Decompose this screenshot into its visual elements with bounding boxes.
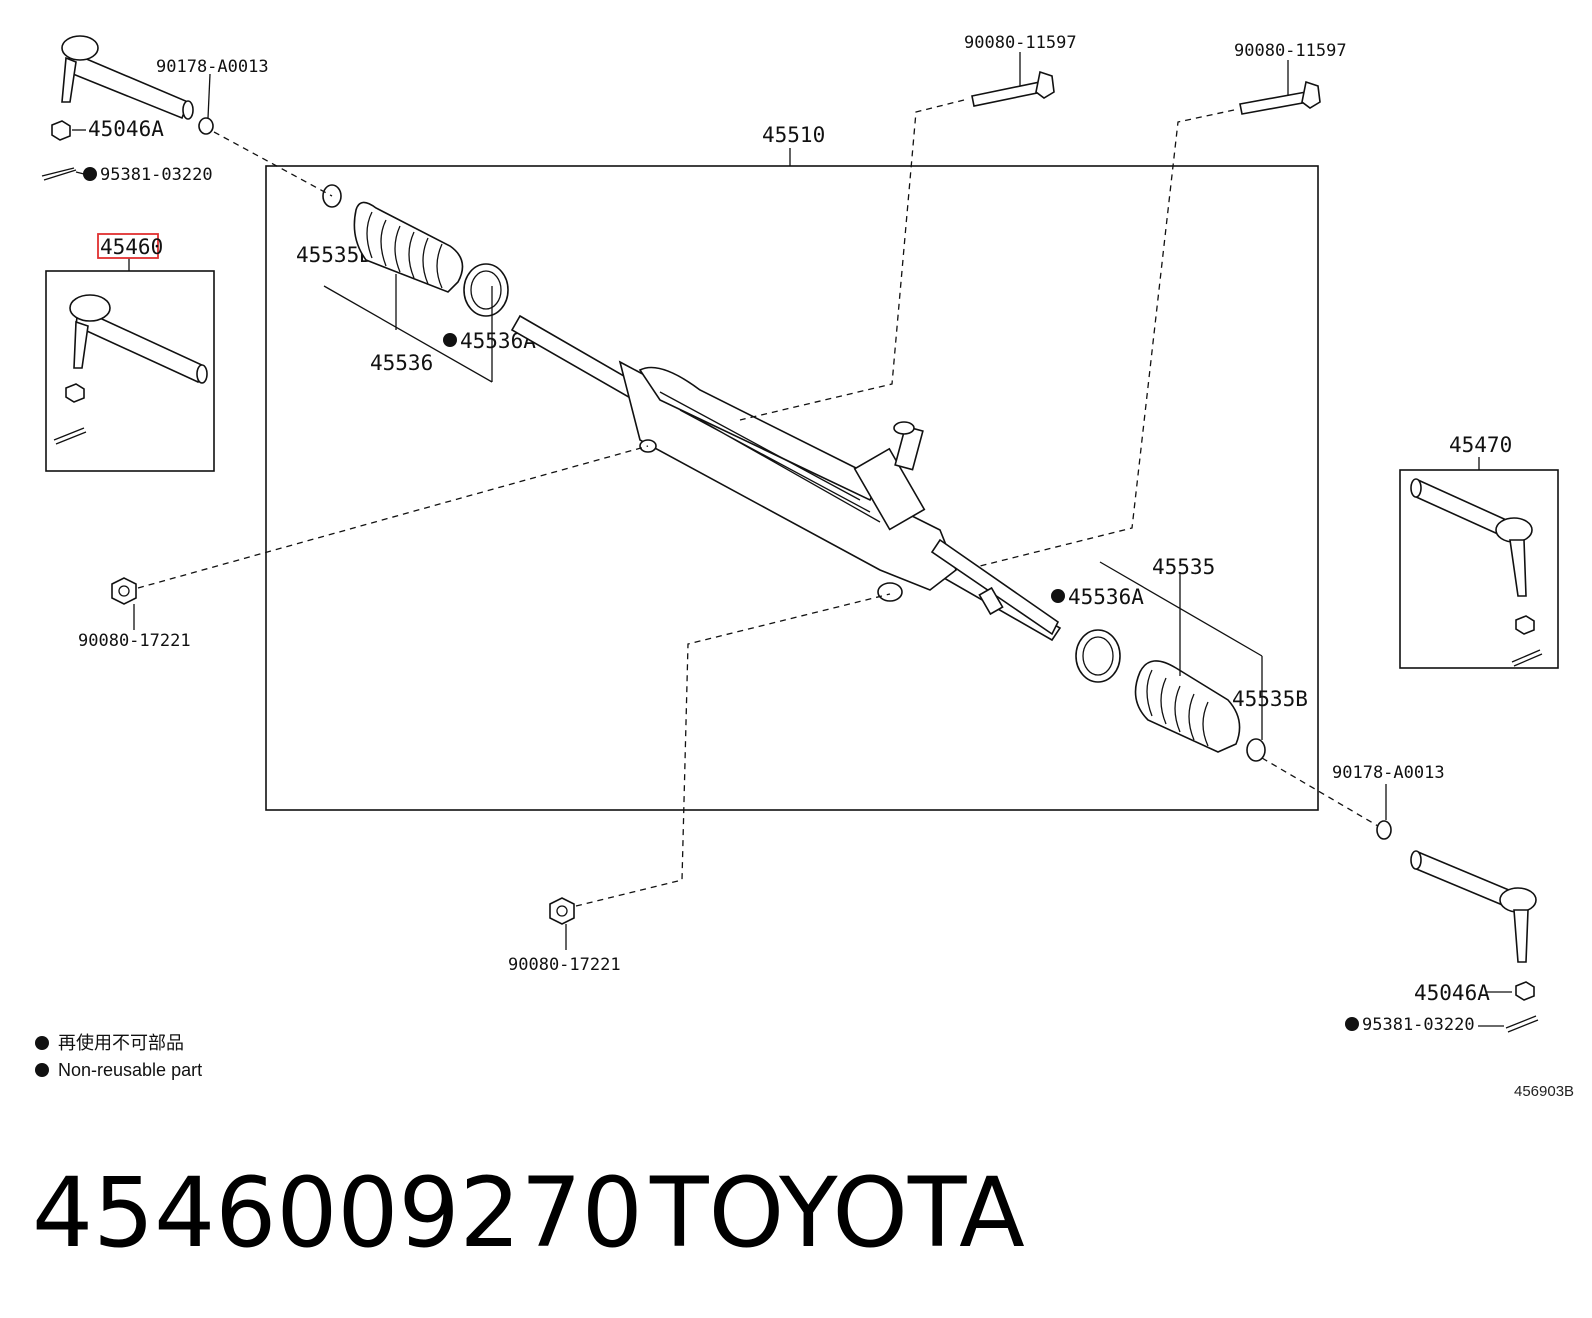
label-assembly: 45510	[762, 123, 825, 147]
nut-bottom	[549, 897, 575, 925]
tie-rod-end-right-drawing	[1410, 478, 1543, 667]
leader-pin-top-left	[213, 131, 333, 197]
label-nut-left: 90080-17221	[78, 631, 191, 651]
highlight-box[interactable]	[97, 233, 159, 259]
label-clamp-right: 45536A	[1068, 585, 1144, 609]
tie-rod-end-bottom-right	[1410, 850, 1537, 963]
bolt-2	[1239, 80, 1321, 115]
label-bolt-2: 90080-11597	[1234, 41, 1347, 61]
bolt-1	[971, 70, 1055, 107]
pin-bottom-right	[1376, 820, 1392, 840]
label-boot-clip-right: 45535B	[1232, 687, 1308, 711]
label-boot-left: 45536	[370, 351, 433, 375]
tie-rod-end-left-box	[45, 270, 215, 472]
steering-rack	[510, 314, 1062, 642]
clamp-left	[463, 263, 509, 317]
leader-nut-left	[137, 445, 649, 589]
nut-top-left	[51, 120, 71, 141]
label-pin-top-left: 90178-A0013	[156, 57, 269, 77]
leader-bolt-2	[979, 109, 1235, 567]
boot-clip-right	[1246, 738, 1266, 762]
label-nut-top-left: 45046A	[88, 117, 164, 141]
label-nut-bottom-right: 45046A	[1414, 981, 1490, 1005]
clamp-right	[1075, 629, 1121, 683]
leader-bolt-1	[739, 99, 965, 421]
label-pin-bottom-right: 90178-A0013	[1332, 763, 1445, 783]
label-tie-rod-end-left[interactable]: 45460	[100, 235, 163, 259]
pin-top-left	[198, 117, 214, 135]
tie-rod-end-left-drawing	[53, 294, 208, 445]
leader-nut-bottom	[575, 593, 891, 907]
label-tie-rod-end-right: 45470	[1449, 433, 1512, 457]
assembly-box	[265, 165, 1319, 811]
legend-jp: 再使用不可部品	[58, 1033, 184, 1053]
label-cotter-top-left: 95381-03220	[100, 165, 213, 185]
caption-brand: TOYOTA	[649, 1157, 1025, 1269]
label-bolt-1: 90080-11597	[964, 33, 1077, 53]
label-cotter-bottom-right: 95381-03220	[1362, 1015, 1475, 1035]
legend: 再使用不可部品 Non-reusable part	[35, 1033, 202, 1080]
diagram-code: 456903B	[1514, 1083, 1574, 1100]
label-nut-bottom: 90080-17221	[508, 955, 621, 975]
caption-part-number: 4546009270	[32, 1157, 643, 1269]
label-boot-right: 45535	[1152, 555, 1215, 579]
cotter-bottom-right	[1345, 1015, 1539, 1033]
boot-left	[353, 201, 464, 293]
nut-left	[111, 577, 137, 605]
legend-en: Non-reusable part	[58, 1060, 202, 1080]
tie-rod-end-top-left	[61, 35, 194, 120]
nut-bottom-right	[1515, 981, 1535, 1001]
boot-right	[1134, 660, 1241, 753]
cotter-top-left	[41, 167, 97, 181]
leader-pin-bottom-right	[1261, 757, 1379, 827]
